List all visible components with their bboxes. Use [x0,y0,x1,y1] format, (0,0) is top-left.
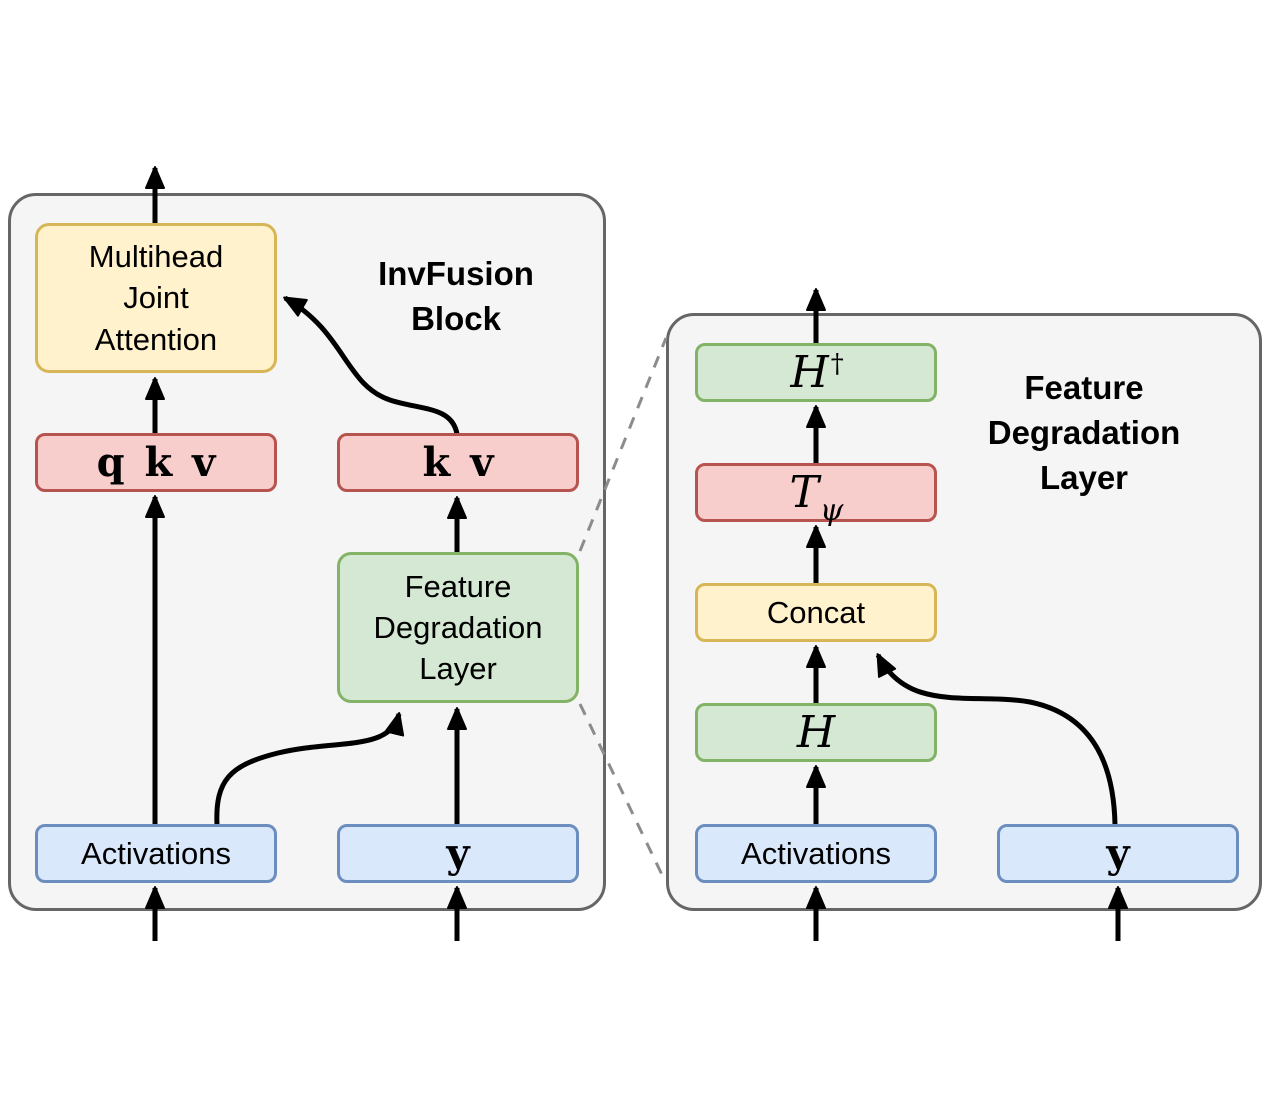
box-activations-right: Activations [695,824,937,883]
box-label: y [446,829,470,877]
box-activations-left: Activations [35,824,277,883]
box-label: k v [422,438,494,486]
box-label: H [796,706,836,758]
box-t-psi: Tψ [695,463,937,528]
box-label: Tψ [789,466,844,528]
box-feature-degradation-layer: Feature Degradation Layer [337,552,579,703]
box-label: Feature Degradation Layer [373,568,543,687]
right-panel-title: Feature Degradation Layer [987,369,1181,496]
dagger-superscript: † [830,348,844,379]
box-label: Multihead Joint Attention [88,239,224,357]
box-h-dagger: H† [695,343,937,402]
box-concat: Concat [695,583,937,642]
box-qkv: q k v [35,433,277,492]
box-kv: k v [337,433,579,492]
box-y-right: y [997,824,1239,883]
box-label: y [1106,829,1130,877]
left-panel-title: InvFusion Block [378,255,534,337]
box-label: q k v [96,438,216,486]
psi-subscript: ψ [819,492,844,528]
box-y-left: y [337,824,579,883]
box-label: H† [790,346,844,398]
box-h: H [695,703,937,762]
box-label: Activations [741,835,891,871]
box-label: Activations [81,835,231,871]
box-multihead-joint-attention: Multihead Joint Attention [35,223,277,373]
box-label: Concat [766,594,866,630]
